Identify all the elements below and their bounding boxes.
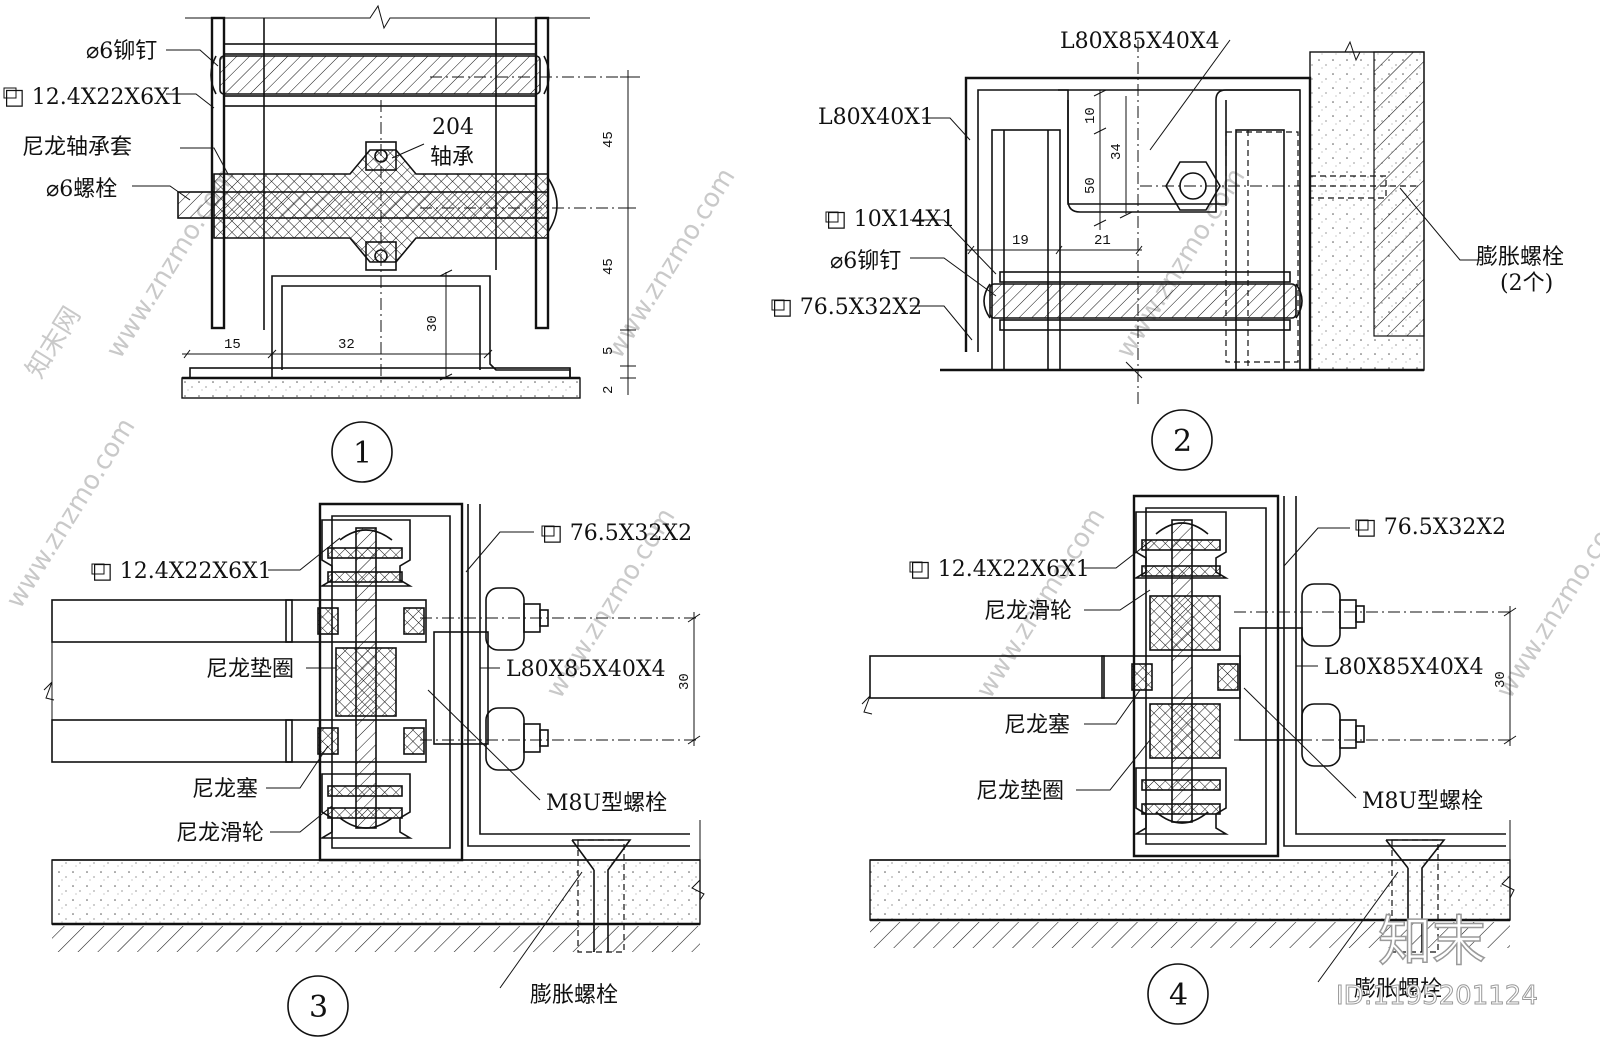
- watermark-site-cn: 知末网: [20, 302, 87, 384]
- label-bearing-2: 轴承: [430, 145, 474, 170]
- label-rivet: ⌀6铆钉: [830, 249, 901, 274]
- dim-30: 30: [425, 315, 441, 332]
- dim-45a: 45: [601, 131, 617, 148]
- dim-30: 30: [677, 673, 693, 690]
- dim-10: 10: [1083, 107, 1099, 124]
- brand-watermark: 知末 ID:1195201124: [1336, 909, 1539, 1011]
- label-ubolt: M8U型螺栓: [1362, 789, 1483, 814]
- label-tube: □ 12.4X22X6X1: [910, 557, 1090, 582]
- figure-number-1: 1: [353, 436, 372, 471]
- label-channel: □ 76.5X32X2: [772, 295, 922, 320]
- figure-2: 10 50 34 19 21 L80X85X40X4 L80X40X1 □ 10…: [771, 29, 1564, 471]
- figure-number-4: 4: [1169, 978, 1188, 1013]
- label-tube: □ 10X14X1: [826, 207, 955, 232]
- label-angle: L80X85X40X4: [506, 657, 666, 682]
- label-bolt: ⌀6螺栓: [46, 177, 117, 202]
- label-angle: L80X85X40X4: [1324, 655, 1484, 680]
- label-rivet: ⌀6铆钉: [86, 39, 157, 64]
- label-washer: 尼龙垫圈: [206, 657, 294, 682]
- label-pulley: 尼龙滑轮: [176, 821, 264, 846]
- dim-34: 34: [1109, 143, 1125, 160]
- figure-1: 45 45 5 2 30 15 32 ⌀6铆钉 □ 12.4X22X6X1 尼龙…: [3, 4, 640, 483]
- label-pulley: 尼龙滑轮: [984, 599, 1072, 624]
- label-ubolt: M8U型螺栓: [546, 791, 667, 816]
- dim-19: 19: [1012, 233, 1029, 249]
- dim-45b: 45: [601, 258, 617, 275]
- label-angle: L80X85X40X4: [1060, 29, 1220, 54]
- watermark-id: ID:1195201124: [1336, 981, 1538, 1011]
- watermark-brand: 知末: [1378, 910, 1486, 973]
- label-bearing-1: 204: [432, 115, 474, 140]
- label-angle-2: L80X40X1: [818, 105, 934, 130]
- figure-number-3: 3: [309, 990, 328, 1025]
- label-anchor-count: (2个): [1500, 271, 1553, 296]
- figure-number-2: 2: [1173, 424, 1192, 459]
- label-anchor: 膨胀螺栓: [1476, 245, 1564, 270]
- watermark-site: www.znzmo.com: [600, 163, 741, 364]
- figure-4: 30 □ 76.5X32X2 □ 12.4X22X6X1 尼龙滑轮 L80X85…: [861, 494, 1517, 1025]
- dim-2: 2: [601, 386, 617, 394]
- label-channel: □ 76.5X32X2: [542, 521, 692, 546]
- dim-32: 32: [338, 337, 355, 353]
- label-tube: □ 12.4X22X6X1: [92, 559, 272, 584]
- label-tube: □ 12.4X22X6X1: [4, 85, 184, 110]
- label-anchor: 膨胀螺栓: [530, 983, 618, 1008]
- label-bushing: 尼龙轴承套: [22, 135, 132, 160]
- label-plug: 尼龙塞: [192, 777, 258, 802]
- dim-30: 30: [1493, 671, 1509, 688]
- dim-50: 50: [1083, 177, 1099, 194]
- figure-3: 30 □ 76.5X32X2 □ 12.4X22X6X1 尼龙垫圈: [43, 502, 705, 1037]
- dim-15: 15: [224, 337, 241, 353]
- label-plug: 尼龙塞: [1004, 713, 1070, 738]
- label-channel: □ 76.5X32X2: [1356, 515, 1506, 540]
- watermark-site: www.znzmo.com: [1110, 163, 1251, 364]
- label-washer: 尼龙垫圈: [976, 779, 1064, 804]
- dim-21: 21: [1094, 233, 1111, 249]
- dim-5: 5: [601, 347, 617, 355]
- label-anchor: 膨胀螺栓: [1354, 977, 1442, 1002]
